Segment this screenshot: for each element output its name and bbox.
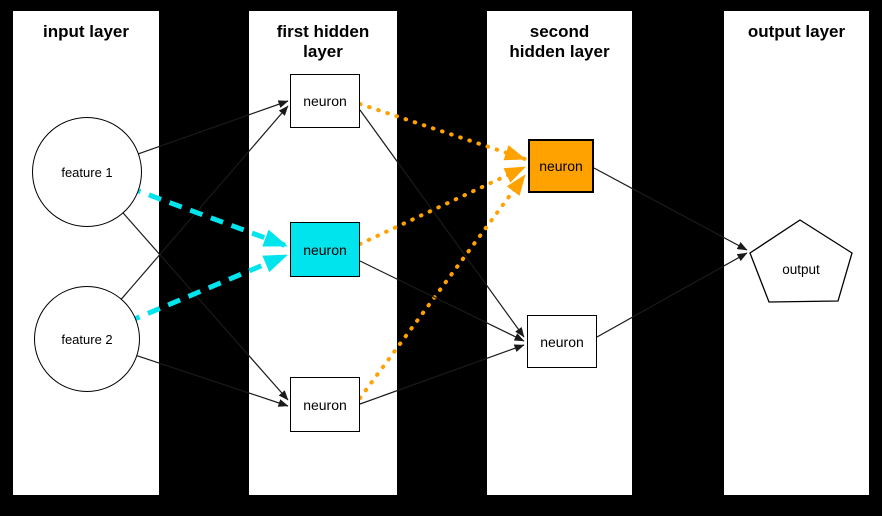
node-hidden2-bottom-neuron: neuron: [527, 315, 597, 368]
hidden1-middle-label: neuron: [303, 241, 347, 258]
second-hidden-layer-title: second hidden layer: [487, 11, 632, 62]
node-hidden1-bottom-neuron: neuron: [290, 377, 360, 432]
first-hidden-title-line1: first hidden: [276, 22, 370, 41]
second-hidden-title-line1: second: [529, 22, 590, 41]
edge-feature2-to-hidden1-middle-cyan: [86, 252, 288, 342]
edge-hidden1-middle-to-hidden2-top-orange: [358, 165, 527, 246]
edge-hidden1-middle-to-hidden2-bottom: [359, 260, 525, 342]
feature-2-label: feature 2: [61, 331, 113, 347]
panel-second-hidden-layer: second hidden layer: [487, 11, 632, 495]
node-hidden1-middle-neuron-cyan: neuron: [290, 222, 360, 277]
first-hidden-title-line2: layer: [303, 42, 343, 61]
output-node-label: output: [782, 262, 820, 277]
input-layer-title-line1: input layer: [43, 22, 129, 41]
hidden2-bottom-label: neuron: [540, 333, 584, 350]
panel-input-layer: input layer: [13, 11, 159, 495]
hidden1-bottom-label: neuron: [303, 396, 347, 413]
edge-hidden1-bottom-to-hidden2-bottom: [359, 344, 525, 405]
hidden1-top-label: neuron: [303, 93, 347, 109]
edge-feature1-to-hidden1-middle-cyan: [86, 169, 288, 249]
node-feature-1: feature 1: [32, 117, 142, 227]
feature-1-label: feature 1: [61, 164, 113, 180]
edge-hidden2-bottom-to-output: [596, 252, 748, 338]
edge-hidden1-top-to-hidden2-top-orange: [358, 102, 527, 161]
hidden2-top-label: neuron: [539, 158, 583, 174]
first-hidden-layer-title: first hidden layer: [249, 11, 397, 62]
output-node-pentagon: [749, 219, 853, 303]
input-layer-title: input layer: [13, 11, 159, 42]
output-layer-title: output layer: [724, 11, 869, 42]
node-hidden2-top-neuron-orange: neuron: [528, 139, 594, 193]
edge-hidden1-bottom-to-hidden2-top-orange: [358, 173, 527, 400]
edge-hidden1-top-to-hidden2-bottom: [359, 109, 525, 338]
edge-hidden2-top-to-output: [593, 167, 748, 251]
node-hidden1-top-neuron: neuron: [290, 74, 360, 128]
output-layer-title-line1: output layer: [747, 22, 846, 41]
second-hidden-title-line2: hidden layer: [509, 42, 610, 61]
node-feature-2: feature 2: [34, 286, 140, 392]
